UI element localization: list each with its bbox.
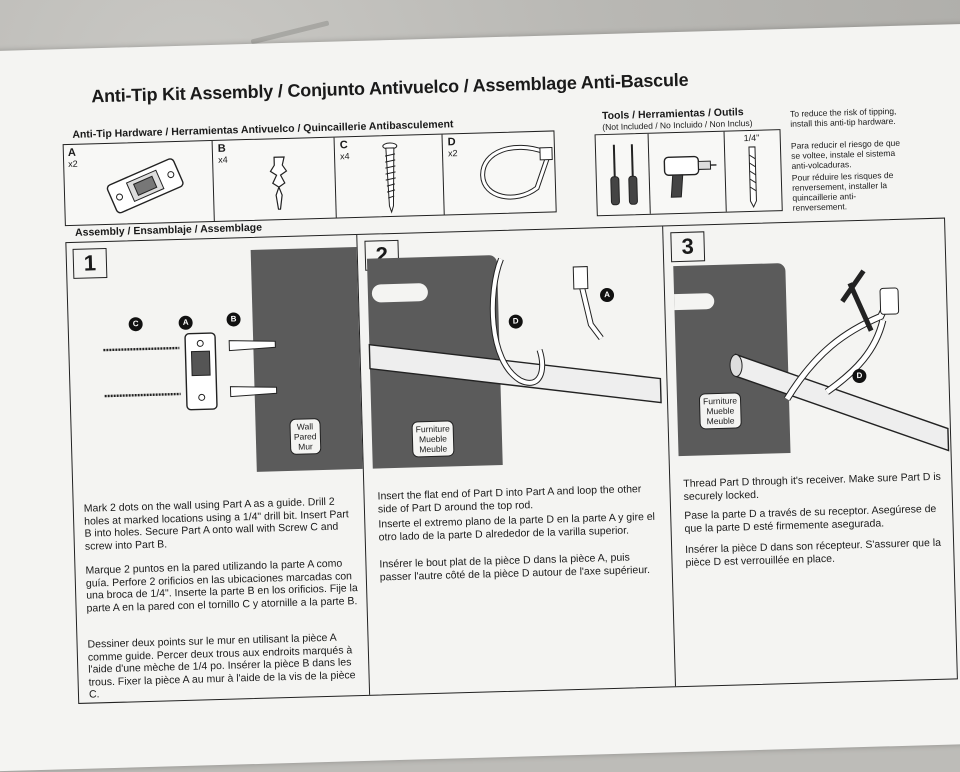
callout-b: B (226, 312, 240, 326)
step-1-text-es: Marque 2 puntos en la pared utilizando l… (85, 557, 358, 615)
wall-bracket-icon (104, 156, 186, 214)
part-a-qty: x2 (68, 159, 78, 169)
assembly-panel: 1 Wall Pared Mur C A B Mark 2 dots on th… (65, 218, 958, 704)
drill-bit-icon (742, 145, 764, 208)
part-c-qty: x4 (340, 151, 350, 161)
step-1-illustration (99, 329, 291, 424)
hardware-box: A x2 B x4 C x4 D x2 (63, 130, 557, 226)
step-3-illustration (673, 259, 948, 466)
step-2-text-en: Insert the flat end of Part D into Part … (377, 483, 662, 516)
callout-a: A (178, 316, 192, 330)
part-b-qty: x4 (218, 155, 228, 165)
step-1-number: 1 (73, 248, 108, 279)
step-3-number: 3 (670, 231, 705, 262)
step-1-text-fr: Dessiner deux points sur le mur en utili… (87, 631, 361, 701)
step-2-text-es: Inserte el extremo plano de la parte D e… (378, 511, 663, 544)
step-1-text-en: Mark 2 dots on the wall using Part A as … (84, 495, 357, 553)
risk-note-en: To reduce the risk of tipping, install t… (790, 106, 901, 129)
screw-icon (380, 142, 402, 215)
step-3-text-fr: Insérer la pièce D dans son récepteur. S… (685, 537, 948, 569)
step-2-text-fr: Insérer le bout plat de la pièce D dans … (379, 551, 664, 584)
tools-box: 1/4" (595, 129, 783, 216)
drill-icon (658, 148, 720, 206)
cable-tie-icon (474, 139, 556, 211)
screwdriver-icon (604, 140, 646, 211)
wall-anchor-icon (264, 155, 296, 216)
part-d-letter: D (448, 136, 456, 148)
risk-note-es: Para reducir el riesgo de que se voltee,… (791, 138, 902, 171)
callout-c: C (128, 317, 142, 331)
risk-note-fr: Pour réduire les risques de renversement… (792, 170, 903, 213)
part-b-letter: B (218, 143, 226, 155)
step-3-text-en: Thread Part D through it's receiver. Mak… (683, 471, 946, 503)
part-c-letter: C (340, 139, 348, 151)
wall-tag: Wall Pared Mur (289, 418, 321, 455)
drill-bit-size: 1/4" (744, 133, 760, 143)
step-2-illustration (367, 247, 662, 455)
instruction-sheet: Anti-Tip Kit Assembly / Conjunto Antivue… (0, 23, 960, 772)
part-d-qty: x2 (448, 148, 458, 158)
part-a-letter: A (68, 147, 76, 159)
page-title: Anti-Tip Kit Assembly / Conjunto Antivue… (91, 70, 689, 108)
step-3-text-es: Pase la parte D a través de su receptor.… (684, 503, 947, 535)
